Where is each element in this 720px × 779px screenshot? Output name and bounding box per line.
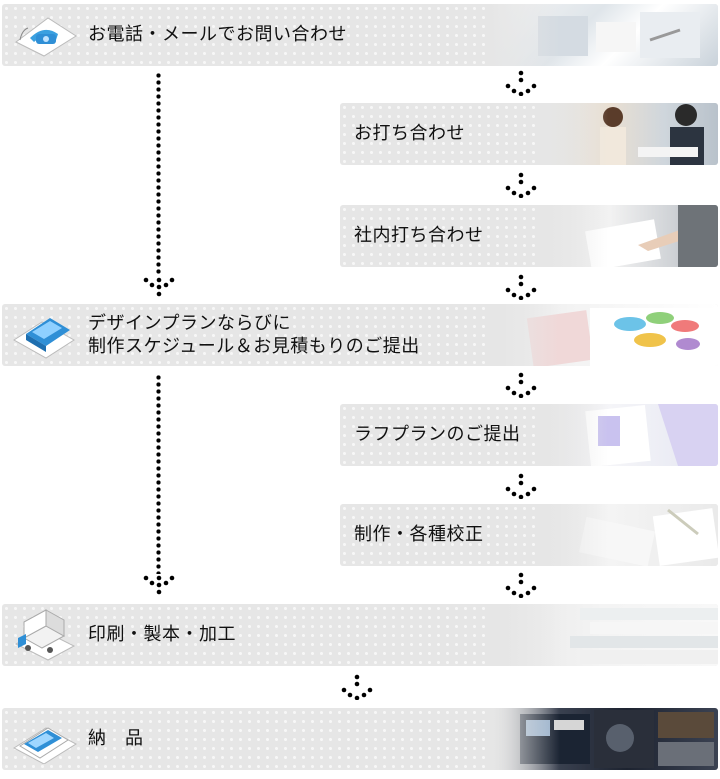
delivery-truck-icon [14, 609, 76, 661]
step-rough-plan: ラフプランのご提出 [340, 404, 718, 466]
arrow-down-icon [143, 277, 175, 297]
arrow-down-icon [505, 172, 537, 198]
telephone-icon [15, 17, 77, 57]
step-design-plan-label-line2: 制作スケジュール＆お見積もりのご提出 [88, 336, 420, 357]
arrow-down-icon [143, 575, 175, 595]
arrow-down-icon [505, 572, 537, 598]
step-printing: 印刷・製本・加工 [2, 604, 718, 666]
step-printing-label: 印刷・製本・加工 [88, 624, 236, 645]
arrow-down-icon [505, 70, 537, 96]
arrow-down-icon [505, 473, 537, 499]
arrow-down-icon [341, 674, 373, 700]
keyboard-writing-photo [538, 504, 718, 566]
pointing-document-photo [538, 205, 718, 267]
step-meeting: お打ち合わせ [340, 103, 718, 165]
design-documents-photo [490, 304, 718, 366]
step-internal-meeting: 社内打ち合わせ [340, 205, 718, 267]
stacked-books-photo [490, 604, 718, 666]
step-production-label: 制作・各種校正 [354, 524, 484, 545]
step-rough-plan-label: ラフプランのご提出 [354, 424, 521, 445]
office-desk-photo [490, 4, 718, 66]
flow-line-left-1 [156, 72, 161, 276]
documents-icon [13, 318, 75, 359]
step-delivery-label: 納 品 [88, 728, 144, 749]
sketch-paper-photo [538, 404, 718, 466]
arrow-down-icon [505, 372, 537, 398]
step-delivery: 納 品 [2, 708, 718, 770]
brochure-icon [13, 727, 77, 764]
step-design-plan-label-line1: デザインプランならびに [88, 313, 291, 334]
flow-line-left-2 [156, 374, 161, 574]
arrow-down-icon [505, 274, 537, 300]
step-inquiry: お電話・メールでお問い合わせ [2, 4, 718, 66]
meeting-photo [538, 103, 718, 165]
step-meeting-label: お打ち合わせ [354, 123, 465, 144]
printed-brochures-photo [490, 708, 718, 770]
step-design-plan: デザインプランならびに 制作スケジュール＆お見積もりのご提出 [2, 304, 718, 366]
step-inquiry-label: お電話・メールでお問い合わせ [88, 24, 347, 45]
step-production: 制作・各種校正 [340, 504, 718, 566]
step-internal-meeting-label: 社内打ち合わせ [354, 225, 484, 246]
